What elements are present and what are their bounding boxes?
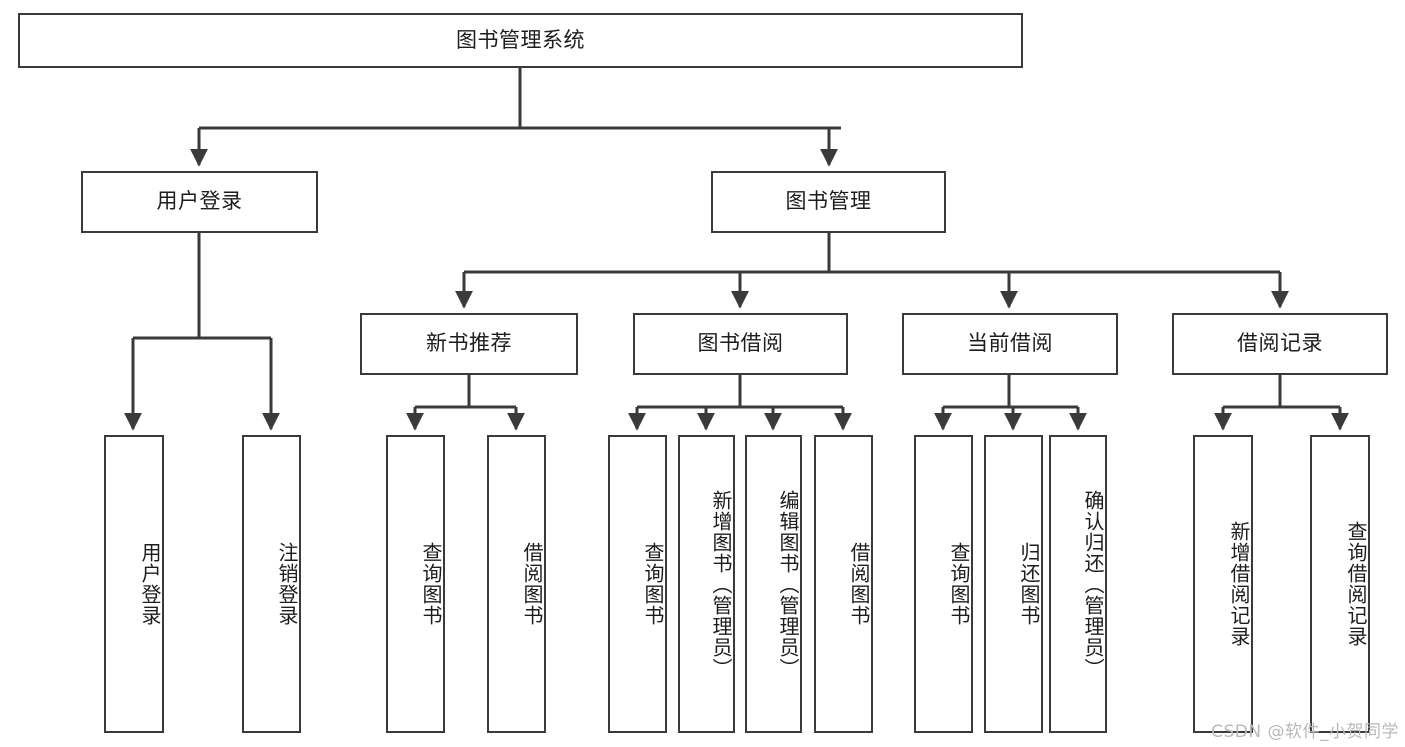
node-leaf-borrow-borrow-book[interactable]: 借阅图书: [814, 435, 873, 733]
node-leaf-recommend-query-book[interactable]: 查询图书: [386, 435, 445, 733]
node-leaf-current-return-book[interactable]: 归还图书: [984, 435, 1043, 733]
node-user-login[interactable]: 用户登录: [81, 171, 318, 233]
node-leaf-user-login[interactable]: 用户登录: [104, 435, 164, 733]
node-current-borrow[interactable]: 当前借阅: [902, 313, 1118, 375]
node-leaf-borrow-query-book[interactable]: 查询图书: [608, 435, 667, 733]
node-leaf-current-query-book[interactable]: 查询图书: [914, 435, 973, 733]
node-root[interactable]: 图书管理系统: [18, 13, 1023, 68]
node-leaf-borrow-add-book[interactable]: 新增图书（管理员）: [678, 435, 735, 733]
node-new-book-recommend[interactable]: 新书推荐: [360, 313, 578, 375]
node-leaf-recommend-borrow-book[interactable]: 借阅图书: [487, 435, 546, 733]
node-leaf-record-add-record[interactable]: 新增借阅记录: [1193, 435, 1253, 733]
node-leaf-borrow-edit-book[interactable]: 编辑图书（管理员）: [745, 435, 802, 733]
node-borrow-record[interactable]: 借阅记录: [1172, 313, 1388, 375]
node-leaf-current-confirm-return[interactable]: 确认归还（管理员）: [1049, 435, 1107, 733]
node-book-management[interactable]: 图书管理: [711, 171, 946, 233]
node-leaf-record-query-record[interactable]: 查询借阅记录: [1310, 435, 1370, 733]
node-leaf-user-logout[interactable]: 注销登录: [242, 435, 301, 733]
node-book-borrow[interactable]: 图书借阅: [633, 313, 848, 375]
